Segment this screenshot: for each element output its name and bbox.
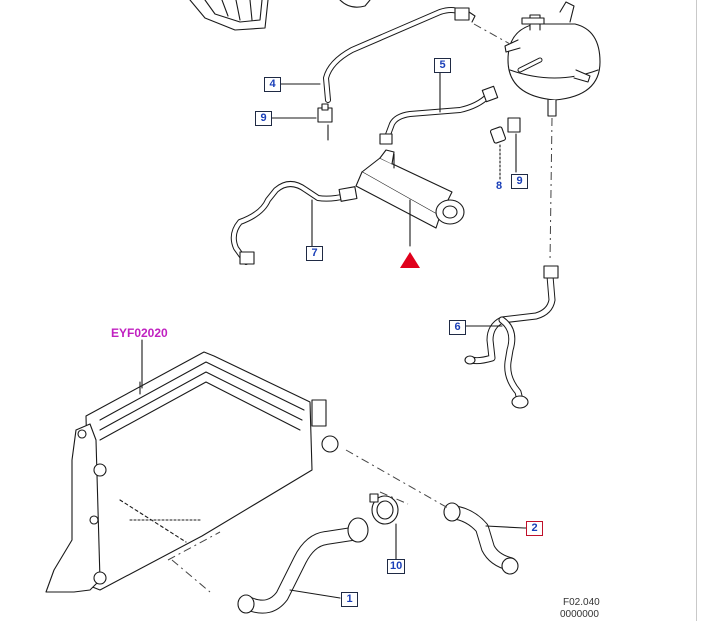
callout-9-right[interactable]: 9 — [511, 174, 528, 189]
expansion-tank — [504, 1, 601, 117]
cooler-body — [355, 149, 465, 247]
reference-label[interactable]: EYF02020 — [111, 326, 168, 340]
hose-clamp — [369, 493, 399, 563]
hose-clip-upper — [317, 103, 333, 141]
coolant-return-pipe — [464, 265, 559, 409]
callout-10[interactable]: 10 — [387, 559, 406, 574]
figure-number: 0000000 — [560, 609, 599, 620]
callout-8[interactable]: 8 — [496, 180, 503, 192]
callout-1[interactable]: 1 — [341, 592, 358, 607]
fitting-and-clip — [489, 117, 521, 181]
upper-coolant-pipe — [323, 7, 476, 103]
callout-2[interactable]: 2 — [526, 521, 543, 536]
callout-9-upper[interactable]: 9 — [255, 111, 272, 126]
upper-radiator-hose — [443, 502, 525, 575]
assembly-center-lines — [167, 23, 553, 593]
callout-6[interactable]: 6 — [449, 320, 466, 335]
callout-5[interactable]: 5 — [434, 58, 451, 73]
lower-egr-pipe — [230, 181, 358, 265]
warning-triangle-icon — [400, 252, 420, 268]
figure-code: F02.040 — [563, 597, 600, 608]
callout-7[interactable]: 7 — [306, 246, 323, 261]
callout-4[interactable]: 4 — [264, 77, 281, 92]
engine-block-fragment — [189, 0, 371, 31]
bypass-pipe — [379, 85, 499, 145]
radiator — [45, 351, 339, 593]
lower-radiator-hose — [237, 517, 369, 614]
